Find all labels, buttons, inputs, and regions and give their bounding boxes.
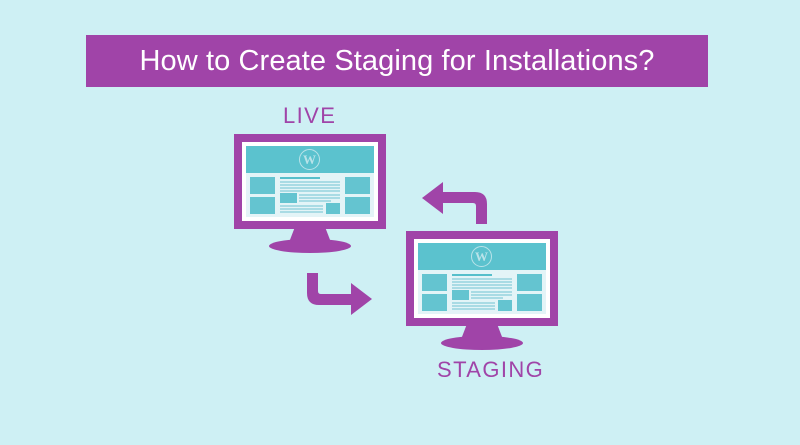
staging-center-line — [471, 294, 512, 296]
staging-label: STAGING — [437, 357, 545, 382]
live-monitor-screen: W — [246, 146, 374, 217]
staging-center-line — [452, 302, 495, 304]
arrow-live-to-staging-icon — [307, 273, 372, 315]
live-label: LIVE — [283, 103, 337, 128]
live-center-inline-block — [280, 193, 297, 203]
staging-monitor: W — [406, 231, 558, 350]
staging-left-block-2 — [422, 294, 447, 311]
staging-center-line — [452, 305, 495, 307]
title-banner: How to Create Staging for Installations? — [86, 35, 708, 87]
staging-right-block-1 — [517, 274, 542, 291]
live-right-block-1 — [345, 177, 370, 194]
live-center-line — [280, 187, 340, 189]
live-left-block-2 — [250, 197, 275, 214]
wordpress-logo: W — [471, 246, 492, 267]
live-center-line — [280, 208, 323, 210]
live-center-line — [280, 190, 340, 192]
staging-center-inline-block — [452, 290, 469, 300]
live-center-line — [280, 181, 340, 183]
staging-left-block-1 — [422, 274, 447, 291]
staging-center-line — [452, 281, 512, 283]
live-center-line — [299, 200, 331, 202]
staging-center-heading — [452, 274, 492, 276]
staging-center-line — [452, 278, 512, 280]
page-title: How to Create Staging for Installations? — [139, 44, 655, 77]
live-monitor: W — [234, 134, 386, 253]
live-center-block-lower — [326, 203, 340, 214]
staging-right-block-2 — [517, 294, 542, 311]
live-left-block-1 — [250, 177, 275, 194]
staging-center-line — [471, 291, 512, 293]
live-right-block-2 — [345, 197, 370, 214]
wordpress-logo: W — [299, 149, 320, 170]
staging-monitor-screen: W — [418, 243, 546, 314]
live-center-heading — [280, 177, 320, 179]
staging-center-line — [452, 308, 495, 310]
live-center-line — [299, 197, 340, 199]
live-center-line — [280, 184, 340, 186]
arrow-staging-to-live-icon — [422, 182, 487, 224]
live-center-line — [280, 205, 323, 207]
staging-center-line — [471, 297, 503, 299]
staging-center-block-lower — [498, 300, 512, 311]
live-monitor-stand-base — [269, 239, 351, 253]
staging-center-line — [452, 287, 512, 289]
staging-monitor-stand-base — [441, 336, 523, 350]
live-center-line — [299, 194, 340, 196]
staging-center-line — [452, 284, 512, 286]
live-center-line — [280, 211, 323, 213]
